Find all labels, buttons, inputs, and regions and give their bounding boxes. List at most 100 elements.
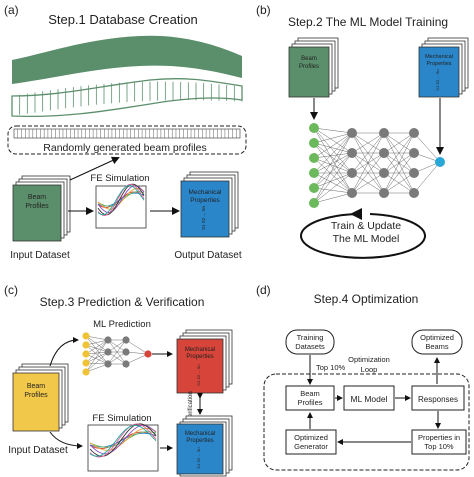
arrow-input-to-ml	[49, 337, 79, 367]
input-dataset-stack: Beam Profiles	[12, 175, 71, 242]
red-props-stack: Mechanical Properties S1 S2 ... Sn	[176, 329, 233, 394]
nn-node	[82, 368, 90, 376]
opt-beams-line1: Optimized	[420, 333, 454, 342]
nn-edge	[313, 172, 353, 194]
nn-edge	[313, 127, 353, 174]
fe-curve	[89, 424, 157, 457]
output-dataset-label: Output Dataset	[174, 250, 241, 261]
nn-node	[122, 336, 130, 344]
card-mech-line2: Properties	[190, 197, 220, 204]
nn-node	[104, 336, 112, 344]
nn-node	[409, 168, 419, 178]
nn-node	[82, 332, 90, 340]
neural-network-c	[82, 332, 152, 376]
nn-edge	[313, 172, 353, 189]
loop-label-line1: Train & Update	[331, 220, 401, 232]
nn-node	[144, 350, 152, 358]
fe-curve	[97, 183, 145, 216]
nn-node	[379, 168, 389, 178]
nn-edge	[85, 335, 109, 353]
input-stack-c: Beam Profiles	[12, 363, 69, 432]
nn-edge	[107, 339, 127, 365]
nn-edge	[85, 353, 109, 365]
mech-props-stack-b: Mechanical Properties S1 S2 ... Sn	[418, 37, 469, 98]
nn-node	[379, 128, 389, 138]
panel-d-letter: (d)	[256, 283, 271, 297]
nn-node	[409, 148, 419, 158]
optimized-beams-box	[411, 329, 463, 355]
nn-edge	[313, 172, 353, 204]
ml-model-box	[343, 385, 395, 411]
responses-label: Responses	[418, 395, 458, 404]
input-dataset-label: Input Dataset	[10, 250, 70, 261]
nn-edge	[107, 339, 127, 353]
nn-edge	[313, 142, 353, 174]
nn-edge	[313, 157, 353, 174]
nn-edge	[351, 152, 385, 194]
nn-edge	[383, 132, 415, 174]
nn-edge	[413, 161, 441, 194]
fe-curve	[89, 423, 157, 458]
solid-beam-shape	[12, 35, 242, 84]
nn-edge	[85, 339, 109, 355]
nn-node	[435, 157, 445, 167]
nn-edge	[85, 351, 109, 355]
nn-edge	[85, 339, 109, 346]
properties-top-box	[411, 429, 467, 455]
training-line1: Training	[297, 333, 324, 342]
nn-edge	[85, 335, 109, 341]
nn-edge	[85, 362, 109, 365]
nn-node	[409, 188, 419, 198]
nn-edge	[125, 339, 149, 355]
nn-edge	[85, 344, 109, 365]
panel-a-letter: (a)	[4, 3, 19, 17]
nn-edge	[85, 351, 109, 364]
nn-node	[409, 128, 419, 138]
card-mech-red-small: S1 S2 ... Sn	[196, 364, 201, 385]
input-dataset-c-label: Input Dataset	[8, 445, 68, 456]
blue-props-stack: Mechanical Properties S1 S2 ... Sn	[176, 415, 233, 477]
nn-node	[82, 341, 90, 349]
nn-edge	[383, 132, 415, 154]
panel-c-letter: (c)	[4, 283, 18, 297]
nn-edge	[313, 157, 353, 194]
props-top-line1: Properties in	[418, 433, 460, 442]
panel-c-title: Step.3 Prediction & Verification	[40, 295, 205, 309]
card-mech-blue-line2: Properties	[186, 438, 213, 444]
panel-d-title: Step.4 Optimization	[314, 292, 419, 306]
card-mech-red-line1: Mechanical	[185, 347, 215, 353]
panel-d: (d) Step.4 Optimization Training Dataset…	[256, 283, 470, 471]
output-dataset-stack: Mechanical Properties S1 S2 ... Sn	[180, 171, 239, 238]
fe-curve	[89, 427, 157, 451]
fe-curves	[97, 183, 145, 216]
training-line2: Datasets	[295, 342, 325, 351]
fe-simulation-c-label: FE Simulation	[92, 413, 151, 424]
card-mech-blue-small: S1 S2 ... Sn	[196, 447, 201, 468]
nn-edge	[313, 132, 353, 159]
nn-edge	[383, 152, 415, 194]
card-beam-b-line1: Beam	[301, 56, 317, 62]
nn-node	[309, 153, 319, 163]
random-profiles-label: Randomly generated beam profiles	[43, 142, 206, 154]
fe-simulation-label: FE Simulation	[90, 173, 149, 184]
gen-line2: Generator	[294, 442, 328, 451]
nn-edge	[313, 152, 353, 189]
segmented-beam-shape	[11, 78, 243, 118]
card-mech-b-small: S1 S2 ... Sn	[435, 69, 440, 90]
card-mech-b-line1: Mechanical	[425, 54, 453, 60]
nn-edge	[313, 152, 353, 204]
nn-edge	[313, 152, 353, 159]
nn-node	[347, 168, 357, 178]
panel-a-title: Step.1 Database Creation	[48, 12, 198, 27]
opt-loop-line2: Loop	[361, 365, 378, 374]
nn-edge	[413, 132, 441, 163]
random-profiles-box	[7, 125, 247, 155]
nn-edge	[313, 132, 353, 174]
fe-curve	[97, 185, 145, 216]
fe-curve	[97, 183, 145, 216]
card-mech-blue-line1: Mechanical	[185, 431, 215, 437]
beam-profiles-box	[285, 385, 335, 411]
nn-edge	[85, 344, 109, 353]
top10-label: Top 10%	[316, 363, 346, 372]
ml-prediction-label: ML Prediction	[93, 319, 151, 330]
